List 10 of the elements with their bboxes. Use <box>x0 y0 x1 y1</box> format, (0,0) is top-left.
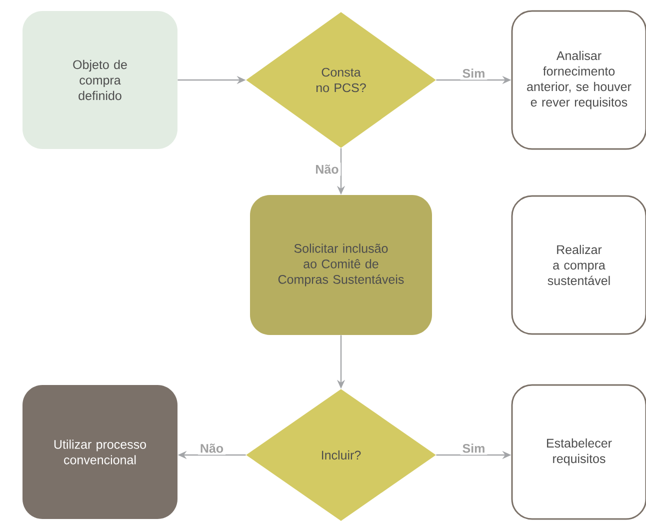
process-box: Objeto de compra definido <box>22 11 178 149</box>
edge-label: Sim <box>460 442 488 455</box>
process-box: Estabelecer requisitos <box>511 384 646 520</box>
process-box: Realizar a compra sustentável <box>511 195 646 335</box>
process-box: Utilizar processo convencional <box>22 385 178 519</box>
edge-label: Não <box>198 442 226 455</box>
edge-label: Não <box>313 162 341 176</box>
process-box: Analisar fornecimento anterior, se houver e rever requisitos <box>511 10 646 150</box>
process-box: Solicitar inclusão ao Comitê de Compras Sustentáveis <box>250 195 432 335</box>
edge-label: Sim <box>460 66 488 80</box>
